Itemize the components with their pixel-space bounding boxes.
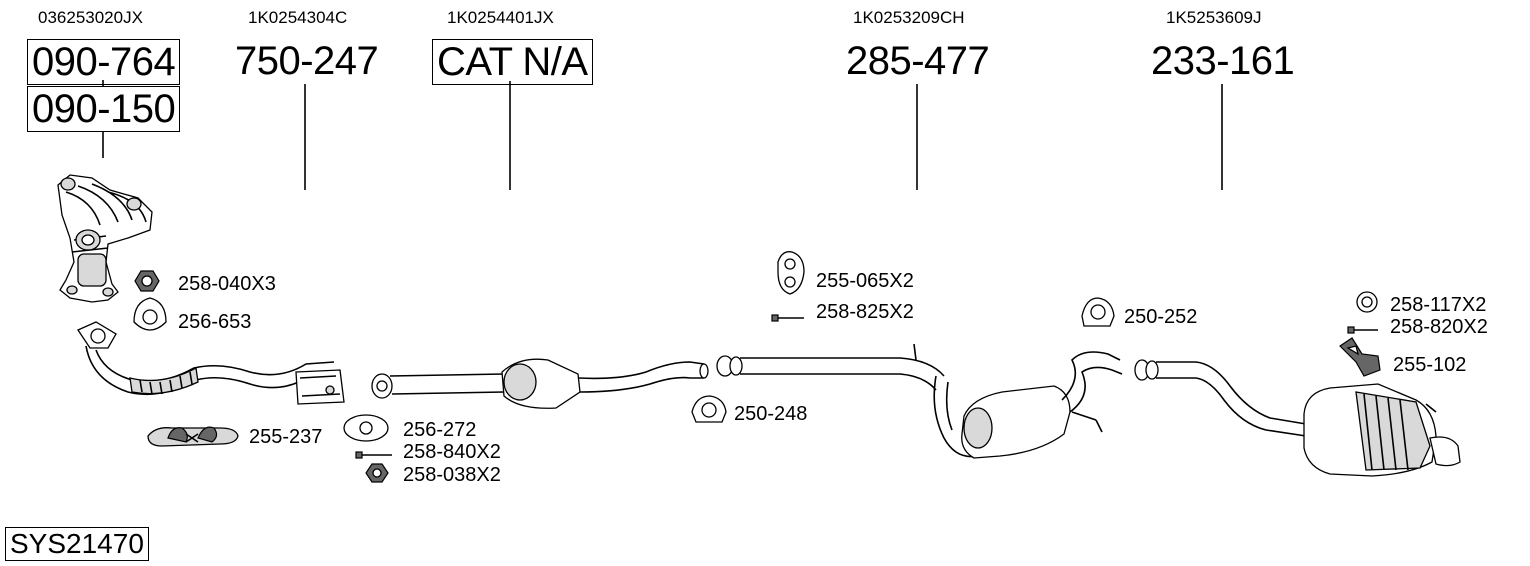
catalyst-drawing[interactable]: [371, 358, 709, 409]
accessory-label-rubber-mount[interactable]: 255-237: [249, 426, 323, 448]
accessory-label-nut[interactable]: 258-040X3: [178, 273, 276, 295]
clamp-icon[interactable]: [1081, 297, 1115, 327]
accessory-label-nut-2[interactable]: 258-038X2: [403, 464, 501, 486]
accessory-label-bolt-2[interactable]: 258-825X2: [816, 301, 914, 323]
accessory-label-ring-gasket[interactable]: 258-117X2: [1390, 294, 1487, 316]
rubber-mount-icon[interactable]: [777, 251, 805, 295]
accessory-label-bracket[interactable]: 255-102: [1393, 354, 1467, 376]
bracket-icon[interactable]: [1339, 337, 1381, 377]
accessory-label-gasket[interactable]: 256-653: [178, 311, 252, 333]
oem-code-middle: 1K0253209CH: [853, 8, 965, 27]
ring-gasket-icon[interactable]: [1356, 291, 1378, 313]
bolt-icon[interactable]: [771, 314, 804, 322]
rear-silencer-drawing[interactable]: [1134, 359, 1461, 477]
oem-code-front-pipe: 1K0254304C: [248, 8, 348, 27]
oem-code-rear: 1K5253609J: [1166, 8, 1262, 27]
gasket-icon[interactable]: [133, 297, 167, 331]
part-number-rear-silencer[interactable]: 233-161: [1151, 39, 1295, 83]
accessory-label-clamp[interactable]: 250-248: [734, 403, 808, 425]
bolt-icon[interactable]: [355, 451, 392, 459]
part-number-front-pipe[interactable]: 750-247: [235, 39, 379, 83]
nut-icon[interactable]: [134, 270, 160, 292]
front-pipe-drawing[interactable]: [77, 321, 345, 405]
gasket-icon[interactable]: [343, 414, 389, 442]
accessory-label-hanger[interactable]: 255-065X2: [816, 270, 914, 292]
clamp-icon[interactable]: [691, 395, 727, 423]
accessory-label-clamp-2[interactable]: 250-252: [1124, 306, 1198, 328]
bolt-icon[interactable]: [1347, 326, 1378, 334]
accessory-label-bolt[interactable]: 258-840X2: [403, 441, 501, 463]
oem-code-manifold: 036253020JX: [38, 8, 143, 27]
accessory-label-bolt-3[interactable]: 258-820X2: [1390, 316, 1488, 338]
accessory-label-gasket-2[interactable]: 256-272: [403, 419, 477, 441]
middle-silencer-drawing[interactable]: [716, 343, 1123, 459]
oem-code-catalyst: 1K0254401JX: [447, 8, 554, 27]
manifold-drawing[interactable]: [57, 174, 153, 303]
part-number-catalyst[interactable]: CAT N/A: [432, 39, 593, 85]
part-number-middle-silencer[interactable]: 285-477: [846, 39, 990, 83]
part-number-manifold-primary[interactable]: 090-764: [27, 39, 181, 85]
nut-icon[interactable]: [365, 463, 389, 483]
system-id: SYS21470: [5, 527, 149, 561]
rubber-mount-icon[interactable]: [147, 426, 239, 447]
